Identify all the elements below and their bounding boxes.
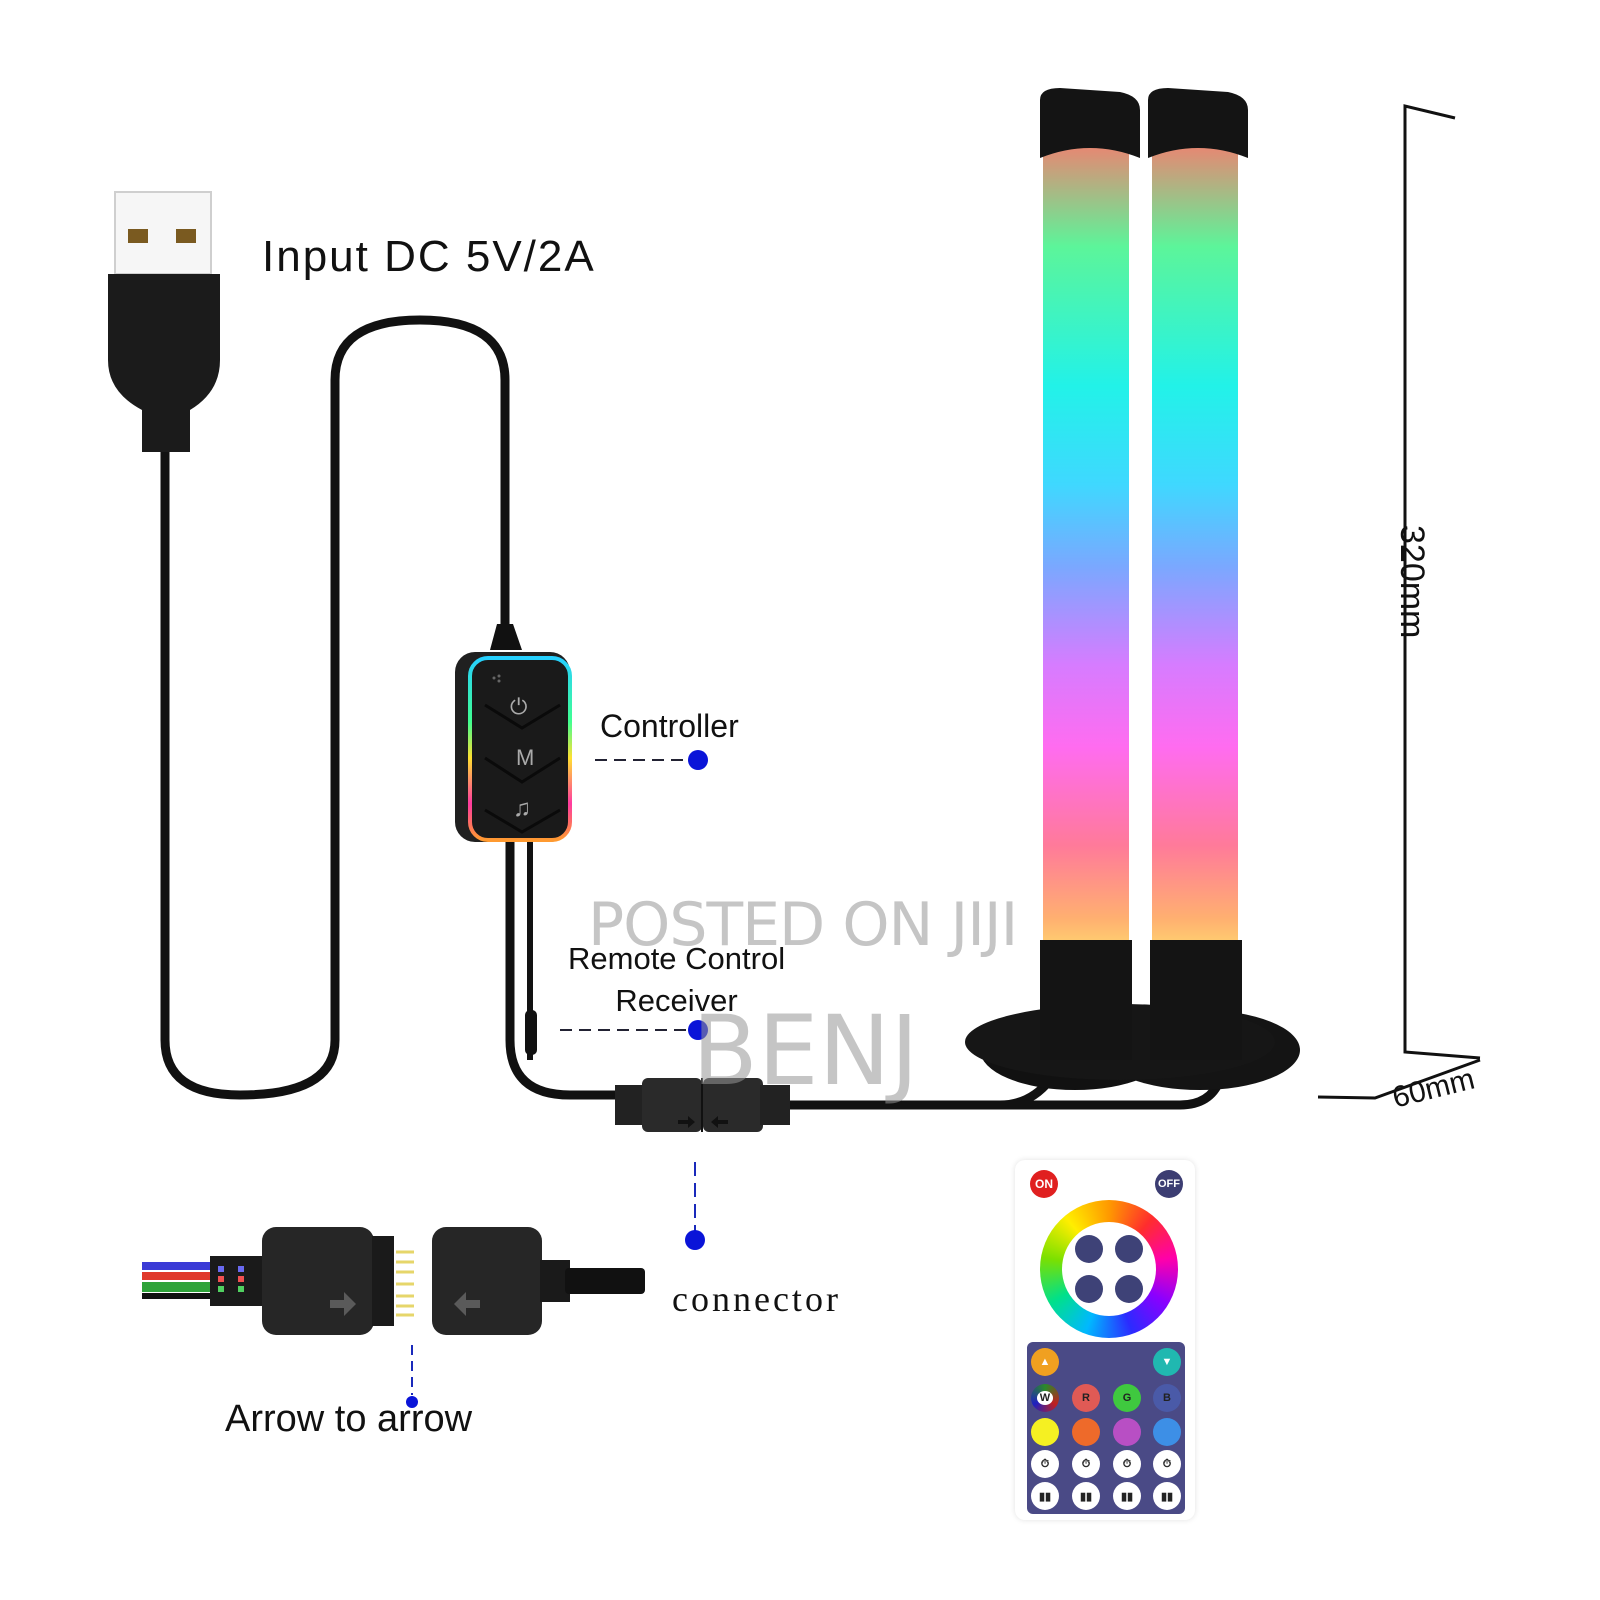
music-mode-icon: ▮▮ (1031, 1482, 1059, 1510)
music-mode-icon: ▮▮ (1072, 1482, 1100, 1510)
remote-receiver-label-line2: Receiver (615, 983, 738, 1018)
light-bar-right (1148, 88, 1248, 1060)
color-wheel (1040, 1200, 1178, 1338)
controller-device (455, 652, 572, 842)
timer-icon: ⏱ (1072, 1450, 1100, 1478)
power-icon: ⏻ (510, 694, 528, 719)
remote-receiver-label-line1: Remote Control (568, 941, 786, 976)
dimension-lines (1317, 104, 1481, 1100)
callout-dot-connector (685, 1230, 705, 1250)
music-mode-icon: ▮▮ (1113, 1482, 1141, 1510)
controller-cable (505, 842, 615, 1100)
remote-blue-button: B (1153, 1384, 1181, 1412)
watermark-seller: BENJ (692, 995, 919, 1107)
remote-lightblue-button (1153, 1418, 1181, 1446)
light-bar-left (1040, 88, 1140, 1060)
watermark-posted-on: POSTED ON JIJI (588, 890, 1018, 960)
music-icon: ♫ (513, 795, 531, 822)
usb-cable (160, 315, 510, 1100)
remote-mode-prev-button (1075, 1275, 1103, 1303)
timer-icon: ⏱ (1153, 1450, 1181, 1478)
remote-speed-down-button (1115, 1235, 1143, 1263)
callout-dot-receiver (688, 1020, 708, 1040)
remote-on-button: ON (1030, 1170, 1058, 1198)
remote-orange-button (1072, 1418, 1100, 1446)
mode-icon: M (516, 745, 535, 770)
remote-speed-up-button (1075, 1235, 1103, 1263)
arrow-to-arrow-label: Arrow to arrow (225, 1398, 473, 1440)
controller-label: Controller (600, 708, 739, 744)
remote-receiver-label: Remote Control Receiver (568, 938, 785, 1022)
remote-off-button: OFF (1155, 1170, 1183, 1198)
remote-mode-next-button (1115, 1275, 1143, 1303)
remote-red-button: R (1072, 1384, 1100, 1412)
music-mode-icon: ▮▮ (1153, 1482, 1181, 1510)
input-spec-label: Input DC 5V/2A (262, 232, 596, 281)
brightness-up-icon: ▲ (1031, 1348, 1059, 1376)
height-dimension-label: 320mm (1393, 525, 1431, 639)
callout-dot-controller (688, 750, 708, 770)
connector-label: connector (672, 1279, 841, 1319)
remote-green-button: G (1113, 1384, 1141, 1412)
callouts (406, 750, 708, 1408)
timer-icon: ⏱ (1031, 1450, 1059, 1478)
usb-plug-icon (108, 191, 220, 452)
brightness-down-icon: ▼ (1153, 1348, 1181, 1376)
remote-control: ON OFF ▲ ▼ W R G B ⏱ ⏱ ⏱ ⏱ ▮▮ ▮▮ ▮▮ ▮▮ (1015, 1160, 1195, 1520)
ir-receiver (525, 1010, 537, 1055)
callout-dot-arrow (406, 1396, 418, 1408)
inline-connector (615, 1078, 790, 1132)
timer-icon: ⏱ (1113, 1450, 1141, 1478)
remote-keypad: ▲ ▼ W R G B ⏱ ⏱ ⏱ ⏱ ▮▮ ▮▮ ▮▮ ▮▮ (1027, 1342, 1185, 1514)
remote-purple-button (1113, 1418, 1141, 1446)
remote-yellow-button (1031, 1418, 1059, 1446)
remote-white-button: W (1031, 1384, 1059, 1412)
connector-detail (142, 1227, 645, 1335)
